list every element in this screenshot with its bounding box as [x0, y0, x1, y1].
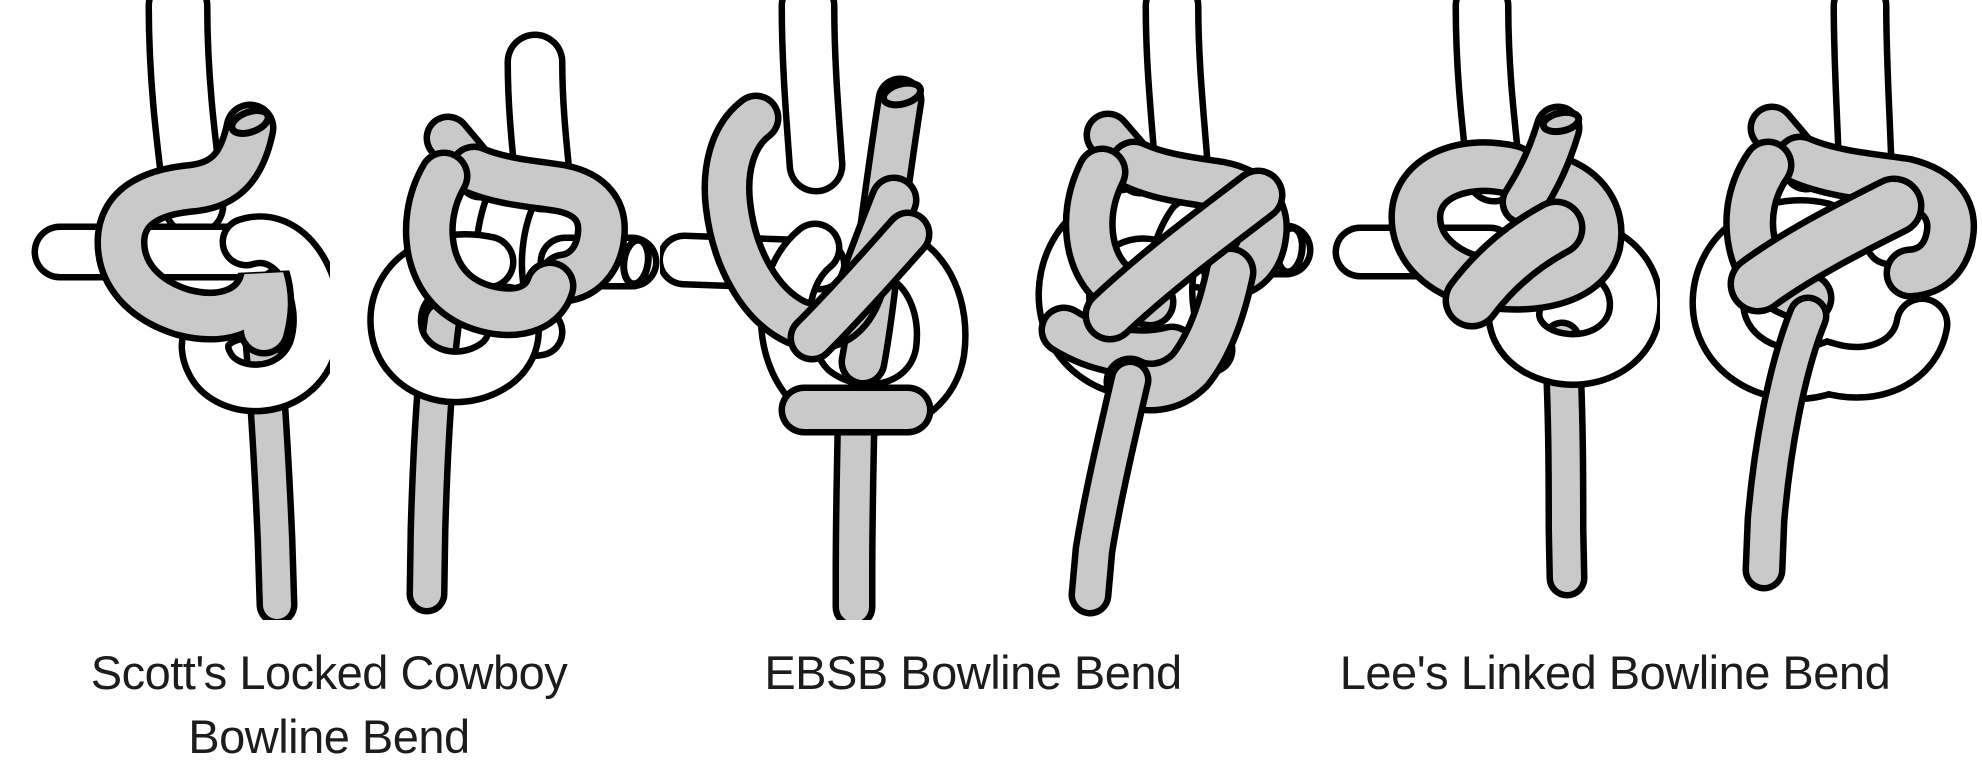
- caption-ebsb-bowline-bend: EBSB Bowline Bend: [764, 646, 1182, 699]
- knot-scotts-locked-cowboy-bowline-bend-front-illustration: [31, 0, 330, 620]
- knot-lees-linked-bowline-bend-front-illustration: [1332, 0, 1660, 599]
- knot-ebsb-bowline-bend-back-illustration: [1035, 0, 1314, 617]
- caption-lees-linked-bowline-bend: Lee's Linked Bowline Bend: [1339, 646, 1891, 699]
- knot-ebsb-bowline-bend-front-illustration: [660, 0, 969, 620]
- knot-lees-linked-bowline-bend-back-illustration: [1689, 0, 1978, 592]
- caption-scotts-locked-cowboy-bowline-bend: Scott's Locked Cowboy Bowline Bend: [90, 646, 568, 763]
- knot-scotts-locked-cowboy-bowline-bend-back-illustration: [367, 31, 660, 615]
